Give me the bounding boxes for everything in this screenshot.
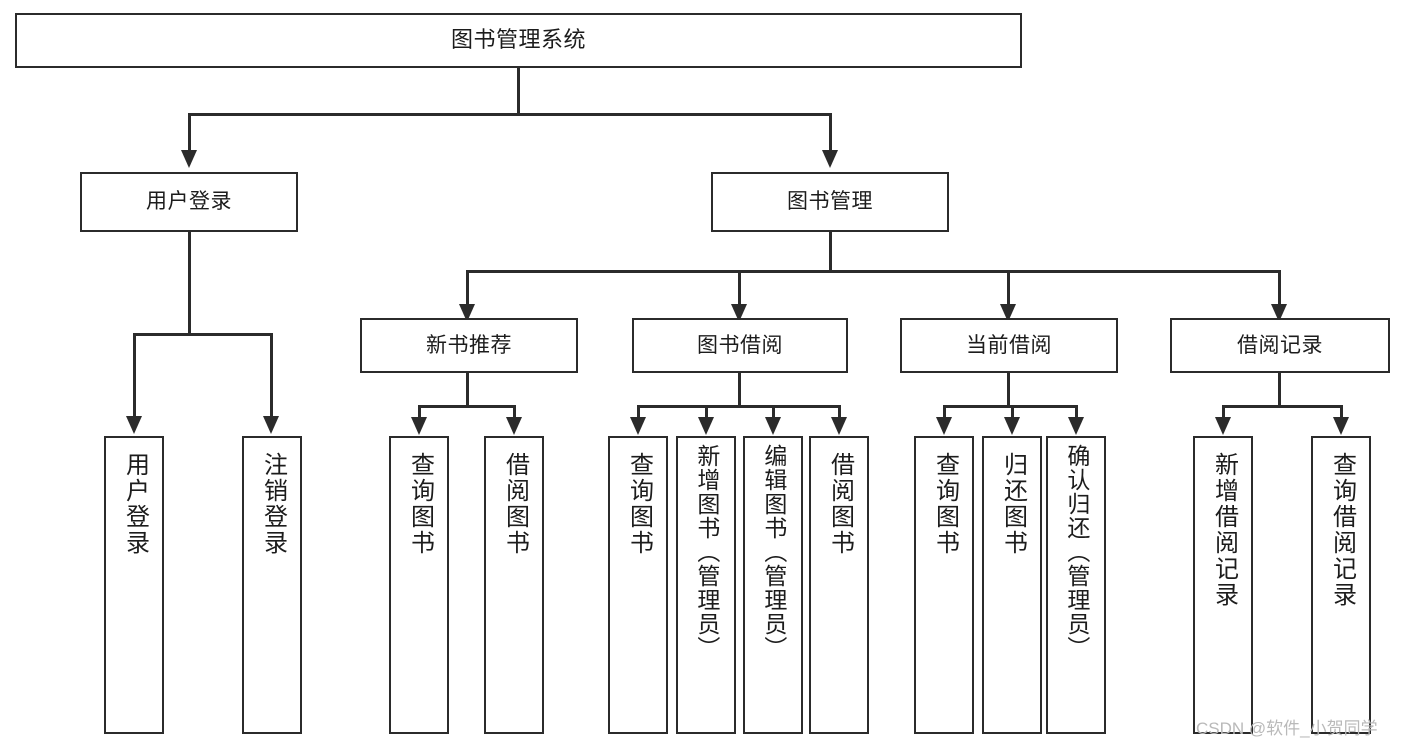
leaf-current-borrow-confirm-return-admin[interactable]: 确认归还（管理员）	[1046, 436, 1106, 734]
leaf-current-borrow-query-book[interactable]: 查询图书	[914, 436, 974, 734]
arrowhead-user-login-leaf-2	[263, 416, 279, 434]
node-label: 图书管理	[787, 190, 873, 214]
leaf-user-login-logout[interactable]: 注销登录	[242, 436, 302, 734]
connector-nbr-leg-1	[418, 405, 421, 419]
connector-bb-leg-2	[705, 405, 708, 419]
node-label: 借阅图书	[501, 452, 529, 556]
connector-nbr-stem	[466, 373, 469, 408]
leaf-book-borrow-add-book-admin[interactable]: 新增图书（管理员）	[676, 436, 736, 734]
leaf-borrow-record-query-record[interactable]: 查询借阅记录	[1311, 436, 1371, 734]
connector-cb-leg-2	[1011, 405, 1014, 419]
connector-root-leg-2	[829, 113, 832, 151]
connector-book-management-bus	[466, 270, 1281, 273]
connector-root-leg-1	[188, 113, 191, 151]
leaf-user-login-login[interactable]: 用户登录	[104, 436, 164, 734]
node-label: 查询图书	[625, 452, 653, 556]
node-label: 当前借阅	[966, 333, 1052, 357]
arrowhead-to-current-borrow	[1000, 304, 1016, 322]
node-label: 查询图书	[931, 452, 959, 556]
node-label: 编辑图书（管理员）	[760, 444, 787, 660]
node-label: 归还图书	[999, 452, 1027, 556]
connector-cb-leg-3	[1075, 405, 1078, 419]
arrowhead-to-book-borrow	[731, 304, 747, 322]
leaf-book-borrow-edit-book-admin[interactable]: 编辑图书（管理员）	[743, 436, 803, 734]
arrowhead-cb-leaf-3	[1068, 417, 1084, 435]
node-label: 确认归还（管理员）	[1063, 444, 1090, 660]
connector-nbr-bus	[418, 405, 516, 408]
connector-bm-leg-4	[1278, 270, 1281, 306]
connector-cb-stem	[1007, 373, 1010, 408]
arrowhead-cb-leaf-2	[1004, 417, 1020, 435]
connector-bb-leg-1	[637, 405, 640, 419]
arrowhead-bb-leaf-4	[831, 417, 847, 435]
arrowhead-cb-leaf-1	[936, 417, 952, 435]
arrowhead-nbr-leaf-2	[506, 417, 522, 435]
connector-bb-stem	[738, 373, 741, 408]
node-book-borrow[interactable]: 图书借阅	[632, 318, 848, 373]
arrowhead-bb-leaf-3	[765, 417, 781, 435]
leaf-book-borrow-borrow-book[interactable]: 借阅图书	[809, 436, 869, 734]
node-label: 新增图书（管理员）	[693, 444, 720, 660]
connector-user-login-leg-2	[270, 333, 273, 417]
connector-br-bus	[1222, 405, 1343, 408]
node-label: 借阅图书	[826, 452, 854, 556]
connector-book-management-stem	[829, 232, 832, 272]
connector-user-login-bus	[133, 333, 273, 336]
node-book-management[interactable]: 图书管理	[711, 172, 949, 232]
arrowhead-user-login-leaf-1	[126, 416, 142, 434]
leaf-new-book-borrow-book[interactable]: 借阅图书	[484, 436, 544, 734]
connector-cb-leg-1	[943, 405, 946, 419]
node-new-book-recommend[interactable]: 新书推荐	[360, 318, 578, 373]
connector-user-login-leg-1	[133, 333, 136, 417]
connector-bm-leg-3	[1007, 270, 1010, 306]
node-label: 用户登录	[121, 452, 149, 556]
leaf-book-borrow-query-book[interactable]: 查询图书	[608, 436, 668, 734]
connector-nbr-leg-2	[513, 405, 516, 419]
connector-cb-bus	[943, 405, 1078, 408]
node-current-borrow[interactable]: 当前借阅	[900, 318, 1118, 373]
node-label: 查询图书	[406, 452, 434, 556]
arrowhead-to-book-management	[822, 150, 838, 168]
node-root-library-management-system[interactable]: 图书管理系统	[15, 13, 1022, 68]
connector-bm-leg-2	[738, 270, 741, 306]
connector-root-stem	[517, 68, 520, 113]
connector-root-bus	[188, 113, 832, 116]
connector-br-stem	[1278, 373, 1281, 408]
node-label: 图书借阅	[697, 333, 783, 357]
connector-user-login-stem	[188, 232, 191, 336]
arrowhead-nbr-leaf-1	[411, 417, 427, 435]
node-label: 注销登录	[259, 452, 287, 556]
connector-bb-leg-3	[772, 405, 775, 419]
leaf-new-book-query-book[interactable]: 查询图书	[389, 436, 449, 734]
connector-bb-bus	[637, 405, 841, 408]
arrowhead-bb-leaf-2	[698, 417, 714, 435]
node-label: 借阅记录	[1237, 333, 1323, 357]
node-borrow-record[interactable]: 借阅记录	[1170, 318, 1390, 373]
connector-bb-leg-4	[838, 405, 841, 419]
node-label: 查询借阅记录	[1328, 452, 1356, 608]
leaf-borrow-record-add-record[interactable]: 新增借阅记录	[1193, 436, 1253, 734]
node-label: 新书推荐	[426, 333, 512, 357]
arrowhead-to-new-book-recommend	[459, 304, 475, 322]
node-user-login[interactable]: 用户登录	[80, 172, 298, 232]
node-label: 图书管理系统	[450, 27, 586, 53]
connector-br-leg-2	[1340, 405, 1343, 419]
connector-bm-leg-1	[466, 270, 469, 306]
arrowhead-to-borrow-record	[1271, 304, 1287, 322]
arrowhead-to-user-login	[181, 150, 197, 168]
arrowhead-br-leaf-2	[1333, 417, 1349, 435]
arrowhead-br-leaf-1	[1215, 417, 1231, 435]
node-label: 新增借阅记录	[1210, 452, 1238, 608]
arrowhead-bb-leaf-1	[630, 417, 646, 435]
node-label: 用户登录	[146, 190, 232, 214]
csdn-watermark: CSDN @软件_小贺同学	[1196, 719, 1378, 738]
connector-br-leg-1	[1222, 405, 1225, 419]
leaf-current-borrow-return-book[interactable]: 归还图书	[982, 436, 1042, 734]
